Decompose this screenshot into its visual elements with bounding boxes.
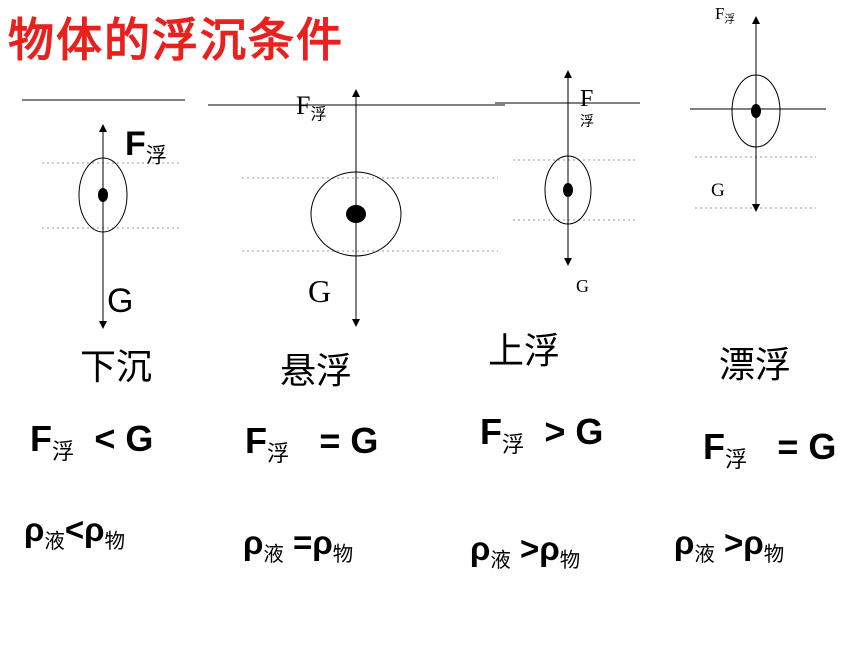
- gravity-label: G: [107, 282, 134, 320]
- density-relation-suspended: ρ液 =ρ物: [243, 524, 354, 567]
- buoyancy-label: F浮: [296, 91, 327, 124]
- case-name-sinking: 下沉: [80, 347, 153, 388]
- density-relation-sinking: ρ液<ρ物: [24, 511, 125, 554]
- diagram-rising: [495, 70, 640, 266]
- page-title: 物体的浮沉条件: [8, 13, 344, 67]
- diagram-sinking: [22, 99, 185, 329]
- buoyancy-label: F浮: [125, 125, 167, 168]
- force-relation-sinking: F浮 < G: [30, 418, 154, 465]
- case-name-suspended: 悬浮: [280, 351, 353, 392]
- force-relation-rising: F浮 > G: [480, 411, 604, 458]
- diagram-floating: [690, 16, 826, 212]
- gravity-label: G: [711, 180, 725, 201]
- diagram-suspended: [208, 89, 505, 327]
- force-relation-suspended: F浮 = G: [245, 420, 379, 467]
- buoyancy-label: F浮: [715, 4, 735, 26]
- gravity-label: G: [576, 276, 589, 296]
- case-name-floating: 漂浮: [719, 345, 792, 386]
- case-name-rising: 上浮: [488, 331, 561, 372]
- density-relation-rising: ρ液 >ρ物: [470, 530, 581, 573]
- force-relation-floating: F浮 = G: [703, 426, 837, 473]
- gravity-label: G: [308, 273, 332, 309]
- density-relation-floating: ρ液 >ρ物: [674, 524, 785, 567]
